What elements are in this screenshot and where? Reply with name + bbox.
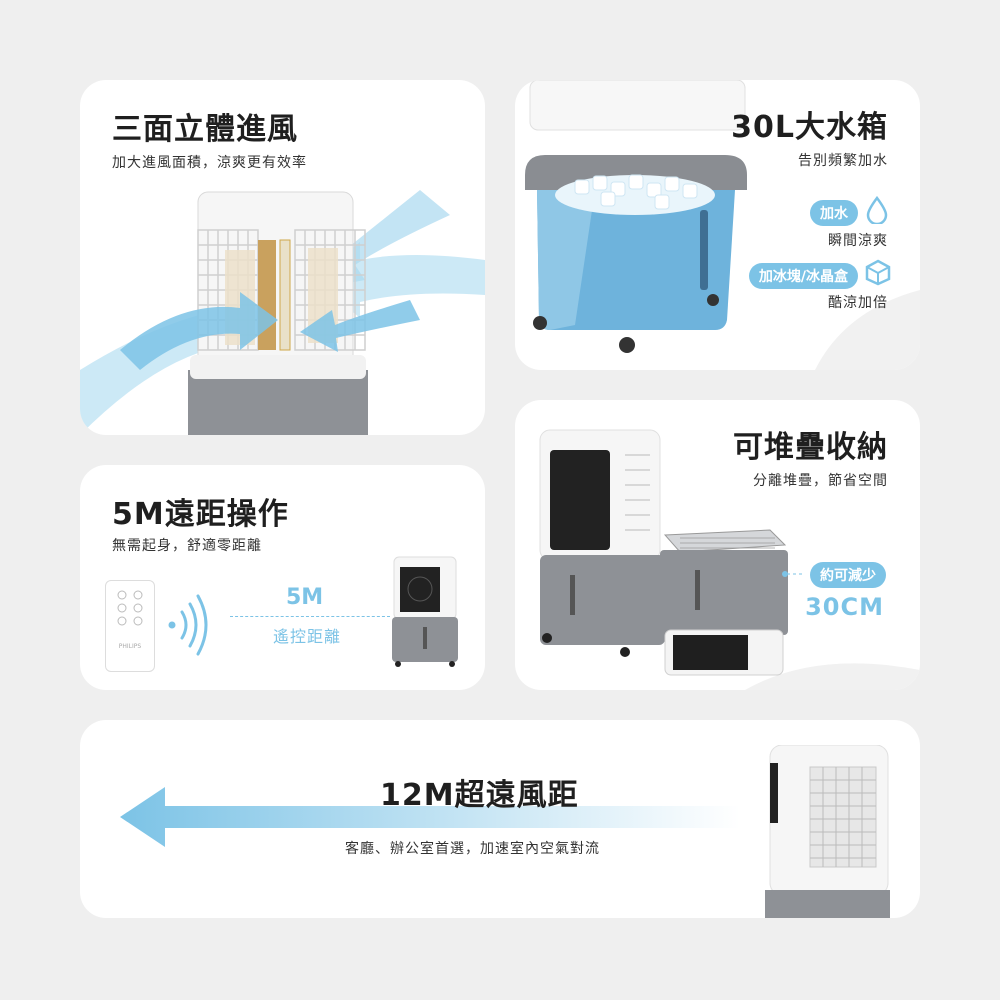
tank-title: 30L大水箱 [731, 110, 888, 145]
wind-subtitle: 客廳、辦公室首選，加速室內空氣對流 [345, 841, 600, 857]
stack-reduction-tag: 約可減少 [810, 562, 886, 588]
stack-title: 可堆疊收納 [733, 430, 888, 465]
wind-arrow-icon [120, 787, 740, 847]
stack-card: 可堆疊收納 分離堆疊，節省空間 約可減少 30CM [515, 400, 920, 690]
signal-waves-icon [168, 594, 208, 656]
cooler-intake-illustration [80, 190, 485, 435]
tank-card: 30L大水箱 告別頻繁加水 加水 瞬間涼爽 加冰塊/冰晶盒 酷涼加倍 [515, 80, 920, 370]
wind-card: 12M超遠風距 客廳、辦公室首選，加速室內空氣對流 [80, 720, 920, 918]
remote-card: 5M遠距操作 無需起身，舒適零距離 PHILIPS 5M 遙控距離 [80, 465, 485, 690]
tank-tag-add-water: 加水 [810, 200, 858, 226]
airflow-title: 三面立體進風 [112, 112, 298, 147]
water-tank-illustration [525, 80, 920, 370]
remote-distance-label: 遙控距離 [273, 627, 342, 646]
remote-distance-value: 5M [286, 585, 324, 610]
stack-subtitle: 分離堆疊，節省空間 [753, 473, 888, 489]
tank-tag-add-water-desc: 瞬間涼爽 [828, 233, 888, 249]
remote-control: PHILIPS [105, 580, 155, 672]
tank-tag-ice: 加冰塊/冰晶盒 [748, 263, 858, 289]
remote-buttons-icon [117, 590, 143, 626]
remote-subtitle: 無需起身，舒適零距離 [112, 538, 262, 554]
stackable-cooler-illustration [539, 429, 920, 690]
stack-reduction-amount: 30CM [805, 593, 884, 621]
cooler-small-illustration [392, 556, 458, 667]
airflow-subtitle: 加大進風面積，涼爽更有效率 [112, 155, 307, 171]
ice-cube-icon [865, 259, 891, 286]
wind-title: 12M超遠風距 [380, 778, 579, 813]
tank-tag-ice-desc: 酷涼加倍 [828, 295, 888, 311]
remote-brand: PHILIPS [118, 643, 142, 650]
water-drop-icon [866, 196, 888, 224]
remote-title: 5M遠距操作 [112, 497, 289, 532]
airflow-card: 三面立體進風 加大進風面積，涼爽更有效率 [80, 80, 485, 435]
tank-subtitle: 告別頻繁加水 [798, 153, 888, 169]
remote-distance-line [230, 616, 390, 617]
cooler-side-illustration [765, 745, 890, 918]
